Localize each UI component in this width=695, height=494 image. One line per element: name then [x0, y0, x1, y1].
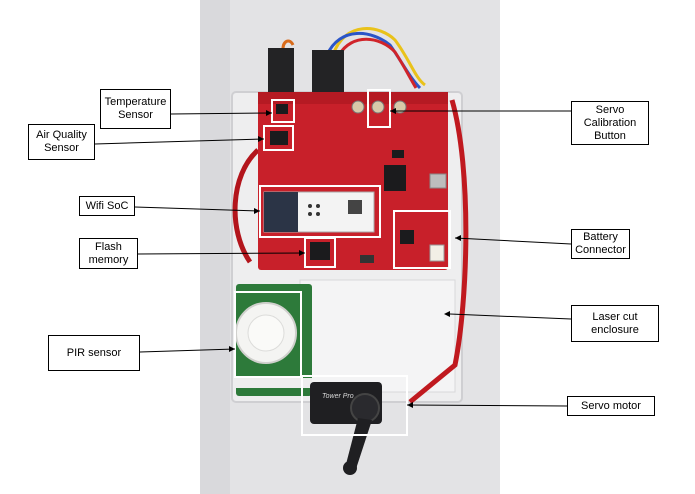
servo-horn-arm: [345, 418, 372, 472]
label-battery-connector: Battery Connector: [571, 229, 630, 259]
side-wire-right: [408, 99, 469, 404]
arrowhead-servo-motor: [407, 402, 413, 408]
leader-arrowheads: [229, 108, 461, 408]
leader-wifi: [134, 206, 261, 212]
label-air-quality-sensor: Air Quality Sensor: [28, 124, 95, 160]
label-wifi-soc: Wifi SoC: [79, 196, 135, 216]
highlight-battery: [393, 210, 451, 269]
side-wire-left: [232, 148, 260, 264]
arrowhead-servo-button: [390, 108, 396, 114]
battery-jack: [429, 244, 445, 262]
leader-battery: [454, 237, 572, 245]
button-2: [371, 100, 385, 114]
label-servo-calibration-button: Servo Calibration Button: [571, 101, 649, 145]
leader-temperature: [170, 112, 273, 115]
leader-lines: [94, 110, 572, 407]
wifi-dot-1: [308, 204, 312, 208]
flash-chip: [310, 242, 330, 260]
leader-air-quality: [94, 138, 265, 145]
leader-pir: [139, 348, 236, 353]
arrowhead-pir: [229, 346, 235, 352]
battery-ic: [400, 230, 414, 244]
label-pir-sensor: PIR sensor: [48, 335, 140, 371]
arrowhead-air-quality: [258, 136, 264, 142]
highlight-servo-button: [367, 89, 391, 128]
servo-brand-text: Tower Pro: [322, 393, 354, 400]
pcb-shade: [258, 92, 448, 104]
label-servo-motor: Servo motor: [567, 396, 655, 416]
usb-port: [429, 173, 447, 189]
header-connector-right: [312, 50, 344, 96]
label-flash-memory: Flash memory: [79, 238, 138, 269]
flash-pins: [360, 255, 374, 263]
label-temperature-sensor: Temperature Sensor: [100, 89, 171, 129]
air-quality-chip: [270, 131, 288, 145]
photo-shadow: [200, 0, 230, 494]
button-3: [393, 100, 407, 114]
regulator-chip: [384, 165, 406, 191]
highlight-pir: [234, 291, 302, 378]
temperature-chip: [276, 104, 288, 114]
servo-horn-base: [350, 393, 380, 423]
pir-white-strip: [236, 378, 312, 388]
pir-dome-inner: [247, 314, 285, 352]
servo-horn-tip: [343, 461, 357, 475]
wifi-module-antenna: [264, 192, 298, 232]
leader-servo-motor: [406, 404, 568, 407]
arrowhead-battery: [455, 235, 461, 241]
highlight-air-quality: [263, 125, 294, 151]
label-laser-cut-enclosure: Laser cut enclosure: [571, 305, 659, 342]
enclosure-window: [299, 279, 456, 393]
highlight-flash: [304, 237, 336, 268]
header-connector-left: [268, 48, 294, 96]
pcb-board: [258, 92, 448, 270]
wifi-qr-code: [348, 200, 362, 214]
button-1: [351, 100, 365, 114]
highlight-temperature: [271, 99, 295, 123]
arrowhead-temperature: [266, 110, 272, 116]
arrowhead-flash: [299, 250, 305, 256]
wifi-dot-3: [308, 212, 312, 216]
wifi-dot-2: [316, 204, 320, 208]
pcb-ic-small: [392, 150, 404, 158]
leader-enclosure: [449, 313, 572, 320]
arrowhead-enclosure: [444, 311, 450, 317]
wifi-dot-4: [316, 212, 320, 216]
leader-flash: [137, 252, 306, 255]
wire-red: [337, 37, 418, 89]
arrowhead-wifi: [254, 208, 260, 214]
